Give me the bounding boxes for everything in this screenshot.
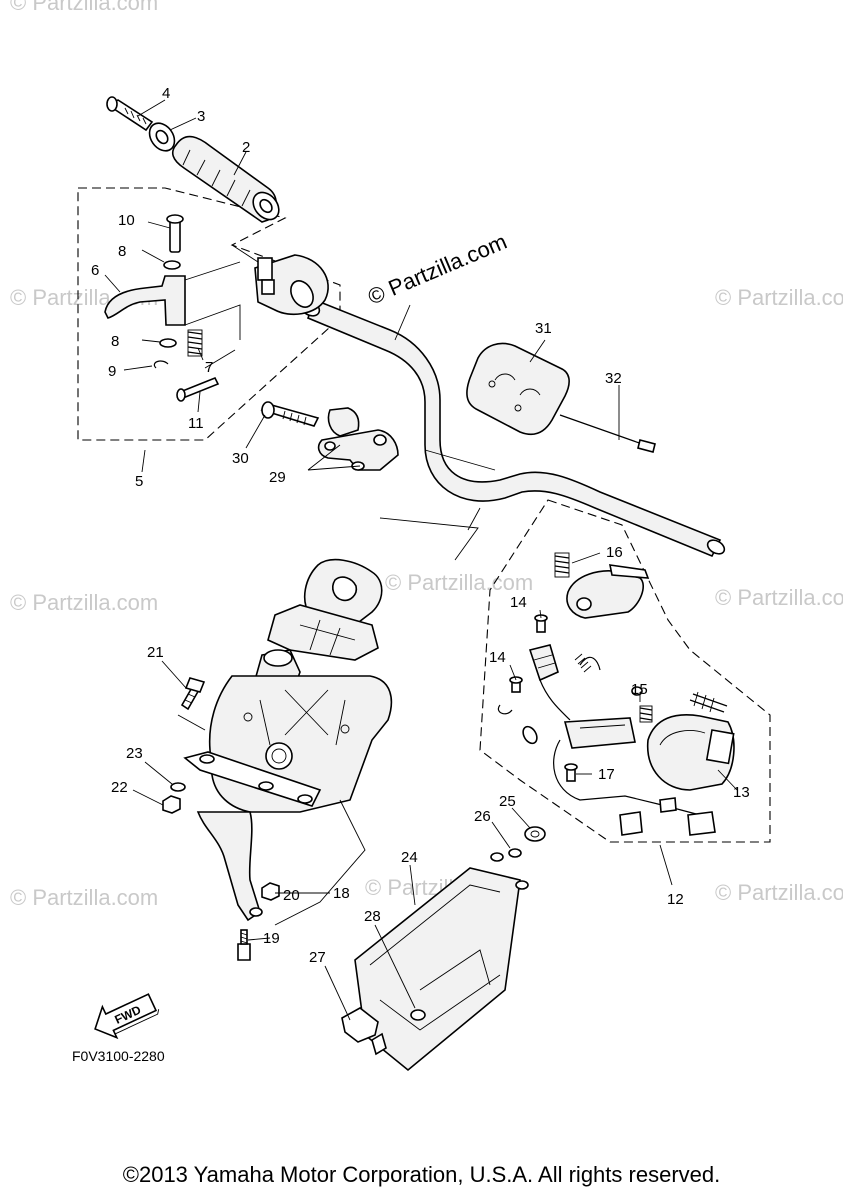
callout-23: 23 <box>126 745 143 762</box>
switch-group <box>497 552 735 836</box>
watermark-text: © Partzilla.com <box>715 880 843 905</box>
clamp-group <box>260 401 399 471</box>
callout-20: 20 <box>283 887 300 904</box>
diagram-code: F0V3100-2280 <box>72 1048 165 1064</box>
callout-12: 12 <box>667 891 684 908</box>
callout-2: 2 <box>242 139 250 156</box>
faint-watermarks: © Partzilla.com © Partzilla.com © Partzi… <box>10 0 843 910</box>
callout-32: 32 <box>605 370 622 387</box>
callout-21: 21 <box>147 644 164 661</box>
callout-4: 4 <box>162 85 170 102</box>
callout-22: 22 <box>111 779 128 796</box>
watermark-text: © Partzilla.com <box>10 590 158 615</box>
callout-19: 19 <box>263 930 280 947</box>
callout-25: 25 <box>499 793 516 810</box>
callout-7: 7 <box>205 359 213 376</box>
callout-3: 3 <box>197 108 205 125</box>
callout-10: 10 <box>118 212 135 229</box>
throttle-lever-group <box>104 214 329 402</box>
main-watermark: © Partzilla.com <box>364 229 510 310</box>
grip-assembly <box>106 96 280 223</box>
callout-14-top: 14 <box>510 594 527 611</box>
callout-16: 16 <box>606 544 623 561</box>
fasteners <box>162 677 280 961</box>
callout-11: 11 <box>188 415 204 432</box>
callout-18: 18 <box>333 885 350 902</box>
callout-8-top: 8 <box>118 243 126 260</box>
group-5-outline <box>77 187 341 441</box>
watermark-text: © Partzilla.com <box>385 570 533 595</box>
callout-9: 9 <box>108 363 116 380</box>
callout-15: 15 <box>631 681 648 698</box>
callout-13: 13 <box>733 784 750 801</box>
callout-17: 17 <box>598 766 615 783</box>
watermark-text: © Partzilla.com <box>10 885 158 910</box>
storage-box <box>341 826 546 1072</box>
callout-24: 24 <box>401 849 418 866</box>
callout-labels: 2 3 4 5 6 7 8 8 9 10 11 12 13 14 14 15 1… <box>91 85 750 966</box>
leader-lines <box>104 99 738 1021</box>
watermark-text: © Partzilla.com <box>715 285 843 310</box>
callout-31: 31 <box>535 320 552 337</box>
group-12-outline <box>479 499 771 843</box>
watermark-text: © Partzilla.com <box>715 585 843 610</box>
callout-26: 26 <box>474 808 491 825</box>
callout-6: 6 <box>91 262 99 279</box>
watermark-text: © Partzilla.com <box>10 0 158 15</box>
cover-group <box>466 342 656 453</box>
copyright-notice: ©2013 Yamaha Motor Corporation, U.S.A. A… <box>122 1162 721 1187</box>
callout-5: 5 <box>135 473 143 490</box>
fwd-arrow: FWD <box>94 993 160 1040</box>
callout-30: 30 <box>232 450 249 467</box>
callout-27: 27 <box>309 949 326 966</box>
callout-8-bottom: 8 <box>111 333 119 350</box>
steering-column <box>183 449 496 926</box>
callout-29: 29 <box>269 469 286 486</box>
callout-14-left: 14 <box>489 649 506 666</box>
callout-28: 28 <box>364 908 381 925</box>
